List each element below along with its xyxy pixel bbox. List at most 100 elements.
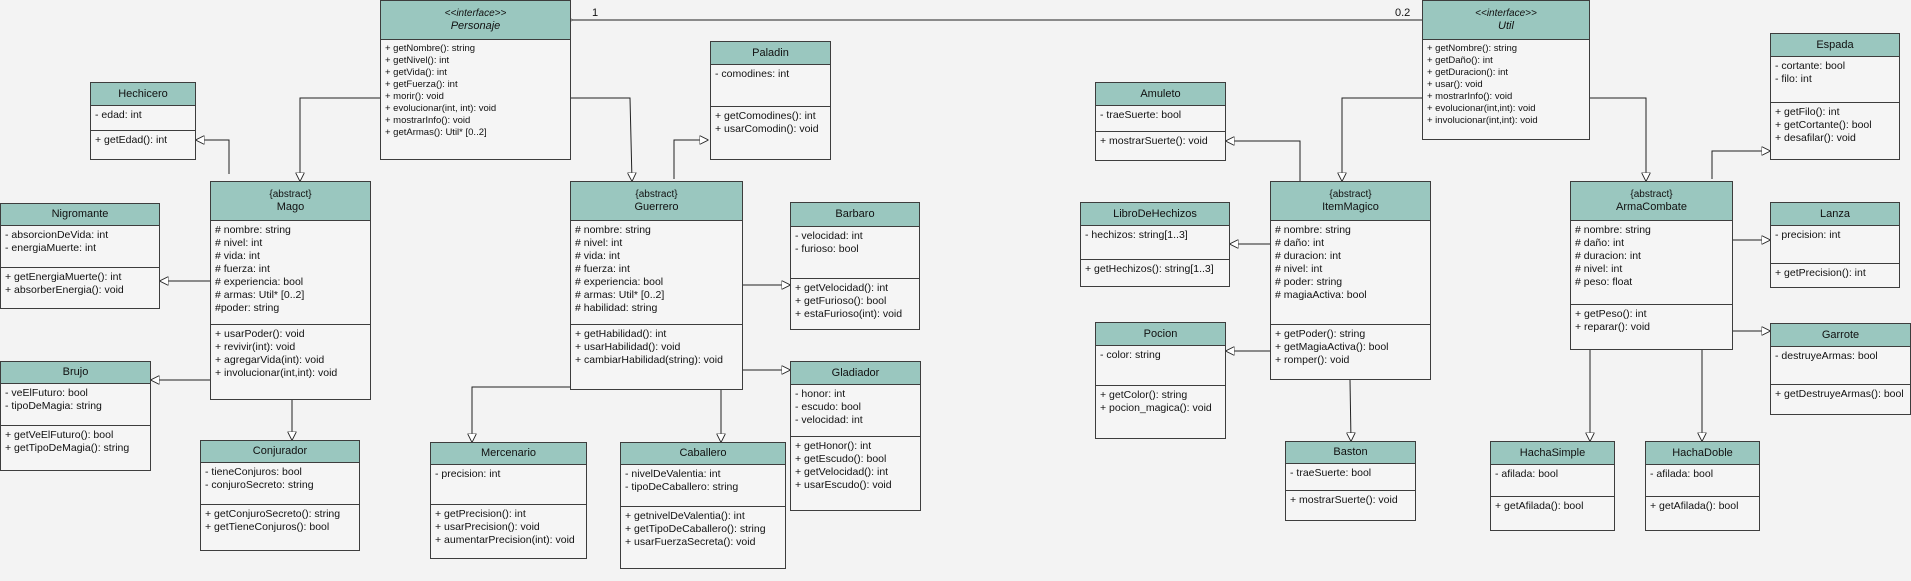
class-hachadoble[interactable]: HachaDoble - afilada: bool + getAfilada(… <box>1645 441 1760 531</box>
class-name: Brujo <box>62 366 89 378</box>
class-attributes: - tieneConjuros: bool- conjuroSecreto: s… <box>201 463 359 505</box>
class-amuleto[interactable]: Amuleto - traeSuerte: bool + mostrarSuer… <box>1095 82 1226 161</box>
class-brujo[interactable]: Brujo - veElFuturo: bool- tipoDeMagia: s… <box>0 361 151 471</box>
class-attribute: # experiencia: bool <box>575 276 664 288</box>
class-util[interactable]: <<interface>> Util + getNombre(): string… <box>1422 0 1590 140</box>
class-method: + morir(): void <box>385 91 444 102</box>
class-header: <<interface>> Util <box>1423 1 1589 40</box>
class-header: LibroDeHechizos <box>1081 203 1229 226</box>
class-conjurador[interactable]: Conjurador - tieneConjuros: bool- conjur… <box>200 440 360 551</box>
class-name: Lanza <box>1820 207 1850 220</box>
class-header: Amuleto <box>1096 83 1225 106</box>
class-attribute: - energiaMuerte: int <box>5 242 97 254</box>
class-method: + evolucionar(int, int): void <box>385 103 497 114</box>
class-method: + mostrarSuerte(): void <box>1290 494 1398 506</box>
class-baston[interactable]: Baston - traeSuerte: bool + mostrarSuert… <box>1285 441 1416 521</box>
class-attribute: # fuerza: int <box>215 263 270 275</box>
class-name: HachaDoble <box>1672 446 1733 459</box>
class-methods: + getEdad(): int <box>91 131 195 150</box>
class-method: + getConjuroSecreto(): string <box>205 508 341 520</box>
class-method: + getVeElFuturo(): bool <box>5 429 114 441</box>
class-espada[interactable]: Espada - cortante: bool- filo: int + get… <box>1770 33 1900 160</box>
class-name: Espada <box>1816 38 1854 51</box>
class-methods: + usarPoder(): void+ revivir(int): void+… <box>211 325 370 383</box>
class-method: + getFilo(): int <box>1775 106 1840 118</box>
class-barbaro[interactable]: Barbaro - velocidad: int- furioso: bool … <box>790 202 920 330</box>
class-name: ItemMagico <box>1322 201 1379 213</box>
class-hechicero[interactable]: Hechicero - edad: int + getEdad(): int <box>90 82 196 160</box>
class-methods: + getNombre(): string+ getNivel(): int+ … <box>381 40 570 142</box>
class-attributes: - comodines: int <box>711 65 830 107</box>
class-attribute: # experiencia: bool <box>215 276 304 288</box>
class-header: {abstract} Guerrero <box>571 182 742 221</box>
class-attribute: # peso: float <box>1575 276 1633 288</box>
class-name: Caballero <box>679 447 727 459</box>
class-methods: + getnivelDeValentia(): int+ getTipoDeCa… <box>621 507 785 552</box>
class-guerrero[interactable]: {abstract} Guerrero # nombre: string# ni… <box>570 181 743 390</box>
class-methods: + getFilo(): int+ getCortante(): bool+ d… <box>1771 103 1899 148</box>
class-attributes: - precision: int <box>1771 226 1899 264</box>
class-method: + usarHabilidad(): void <box>575 341 681 353</box>
class-name: Barbaro <box>835 208 875 220</box>
class-librodehechizos[interactable]: LibroDeHechizos - hechizos: string[1..3]… <box>1080 202 1230 287</box>
class-lanza[interactable]: Lanza - precision: int + getPrecision():… <box>1770 202 1900 288</box>
class-method: + absorberEnergia(): void <box>5 284 124 296</box>
class-name: Hechicero <box>118 87 168 100</box>
class-method: + usar(): void <box>1427 79 1483 90</box>
class-header: <<interface>> Personaje <box>381 1 570 40</box>
class-attribute: - tieneConjuros: bool <box>205 466 302 478</box>
class-methods: + getVeElFuturo(): bool+ getTipoDeMagia(… <box>1 426 150 458</box>
class-name: Mercenario <box>480 447 537 459</box>
class-armacombate[interactable]: {abstract} ArmaCombate # nombre: string#… <box>1570 181 1733 350</box>
class-attribute: # nivel: int <box>1575 263 1623 275</box>
class-method: + getFurioso(): bool <box>795 295 887 307</box>
class-caballero[interactable]: Caballero - nivelDeValentia: int- tipoDe… <box>620 442 786 569</box>
class-header: {abstract} ItemMagico <box>1271 182 1430 221</box>
class-attribute: # nombre: string <box>575 224 651 236</box>
class-methods: + mostrarSuerte(): void <box>1096 132 1225 151</box>
class-method: + involucionar(int,int): void <box>215 367 338 379</box>
class-method: + agregarVida(int): void <box>215 354 325 366</box>
class-method: + evolucionar(int,int): void <box>1427 103 1536 114</box>
realization-mago-personaje <box>300 97 380 181</box>
class-paladin[interactable]: Paladin - comodines: int + getComodines(… <box>710 41 831 160</box>
class-gladiador[interactable]: Gladiador - honor: int- escudo: bool- ve… <box>790 361 921 511</box>
class-methods: + getHabilidad(): int+ usarHabilidad(): … <box>571 325 742 370</box>
class-method: + mostrarSuerte(): void <box>1100 135 1208 147</box>
class-nigromante[interactable]: Nigromante - absorcionDeVida: int- energ… <box>0 203 160 309</box>
class-method: + getColor(): string <box>1100 389 1188 401</box>
class-itemmagico[interactable]: {abstract} ItemMagico # nombre: string# … <box>1270 181 1431 380</box>
class-mercenario[interactable]: Mercenario - precision: int + getPrecisi… <box>430 442 587 559</box>
class-method: + usarComodin(): void <box>715 123 819 135</box>
class-method: + getHechizos(): string[1..3] <box>1085 263 1214 275</box>
class-attributes: - hechizos: string[1..3] <box>1081 226 1229 260</box>
class-attributes: - honor: int- escudo: bool- velocidad: i… <box>791 385 920 437</box>
realization-armacombate-util <box>1590 97 1646 181</box>
class-attribute: - traeSuerte: bool <box>1100 109 1182 121</box>
class-method: + getDestruyeArmas(): bool <box>1775 388 1904 400</box>
class-personaje[interactable]: <<interface>> Personaje + getNombre(): s… <box>380 0 571 160</box>
class-method: + revivir(int): void <box>215 341 296 353</box>
class-method: + getNombre(): string <box>1427 43 1518 54</box>
class-name: Personaje <box>450 20 501 32</box>
class-methods: + getColor(): string+ pocion_magica(): v… <box>1096 386 1225 418</box>
class-methods: + getPoder(): string+ getMagiaActiva(): … <box>1271 325 1430 370</box>
class-attribute: - color: string <box>1100 349 1161 361</box>
class-pocion[interactable]: Pocion - color: string + getColor(): str… <box>1095 322 1226 439</box>
class-name: Pocion <box>1143 327 1178 340</box>
class-mago[interactable]: {abstract} Mago # nombre: string# nivel:… <box>210 181 371 400</box>
class-attribute: - precision: int <box>1775 229 1841 241</box>
realization-itemmagico-util <box>1342 97 1422 181</box>
class-header: Mercenario <box>431 443 586 465</box>
class-methods: + getNombre(): string+ getDaño(): int+ g… <box>1423 40 1589 130</box>
class-attribute: - nivelDeValentia: int <box>625 468 721 480</box>
class-hachasimple[interactable]: HachaSimple - afilada: bool + getAfilada… <box>1490 441 1615 531</box>
class-attributes: - nivelDeValentia: int- tipoDeCaballero:… <box>621 465 785 507</box>
inherit-paladin-guerrero <box>673 140 708 179</box>
class-method: + getAfilada(): bool <box>1650 500 1739 512</box>
class-attribute: - velocidad: int <box>795 414 863 426</box>
class-garrote[interactable]: Garrote - destruyeArmas: bool + getDestr… <box>1770 323 1911 415</box>
class-name: Garrote <box>1821 328 1860 341</box>
class-method: + getEscudo(): bool <box>795 453 887 465</box>
